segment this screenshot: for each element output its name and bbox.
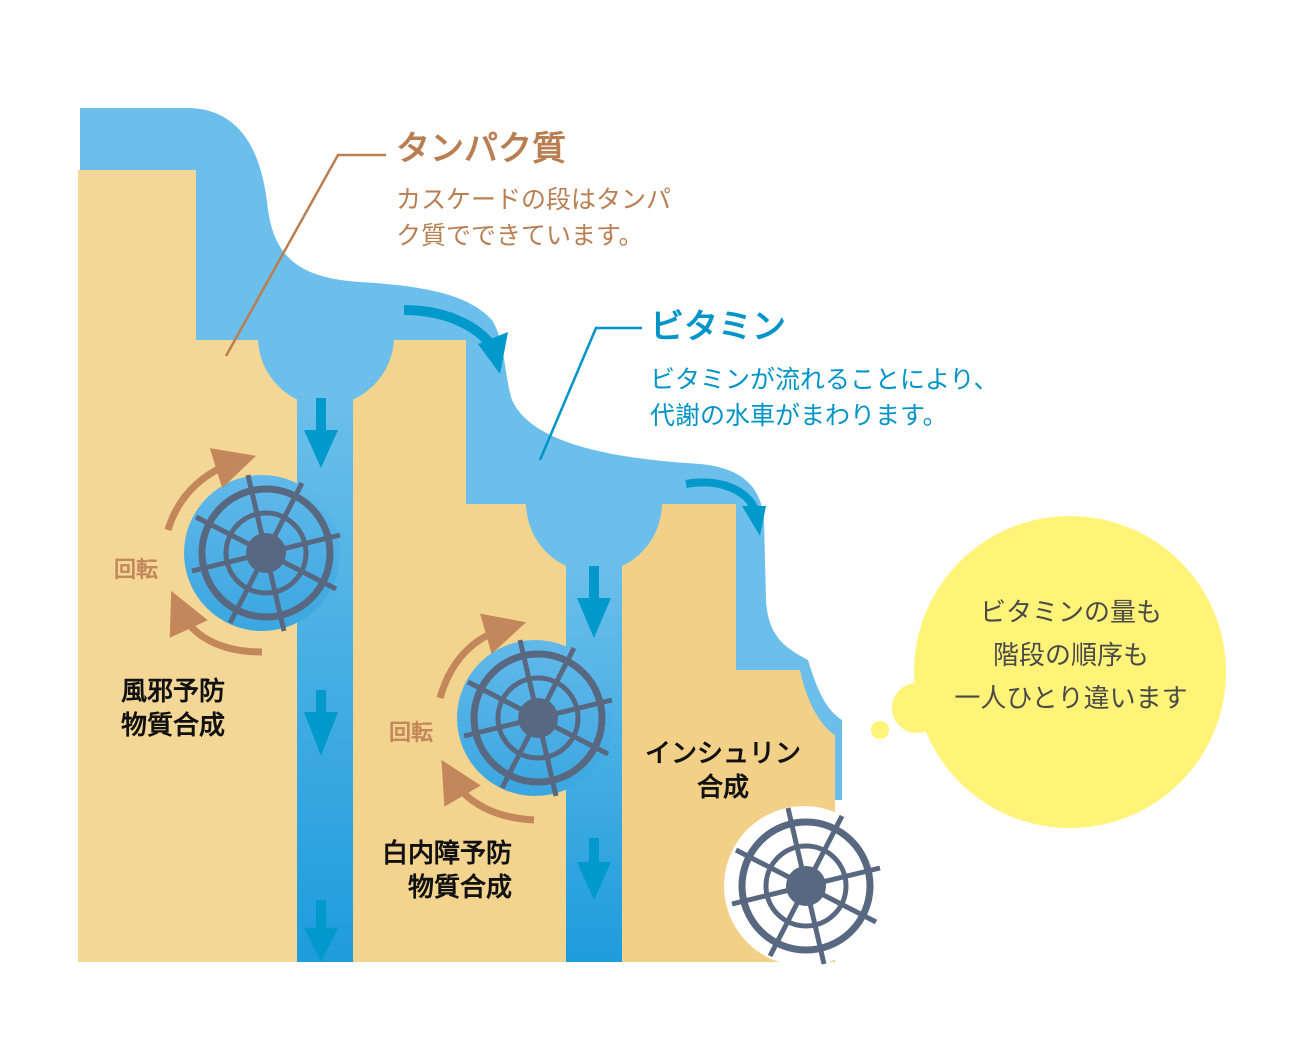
rotation-arrow-icon — [169, 590, 263, 656]
bubble-line: 階段の順序も — [992, 641, 1149, 672]
water-wheel-icon — [731, 807, 881, 965]
vitamin-title: ビタミン — [650, 307, 786, 347]
flow-arrow-icon — [403, 305, 766, 536]
protein-step-2 — [352, 340, 566, 962]
protein-desc-line: カスケードの段はタンパ — [396, 185, 672, 214]
vitamin-desc-line: ビタミンが流れることにより、 — [650, 365, 999, 394]
protein-description: カスケードの段はタンパ ク質でできています。 — [396, 182, 671, 255]
down-arrow-icon — [304, 398, 611, 962]
water-wheel-icon — [191, 474, 341, 632]
bubble-line: ビタミンの量も — [979, 598, 1162, 628]
thought-bubble — [914, 516, 1226, 828]
synthesis-line: 物質合成 — [408, 872, 513, 903]
channel-1 — [297, 398, 353, 962]
synthesis-line: 物質合成 — [121, 710, 226, 741]
rotation-arrow-icon — [164, 448, 257, 532]
cold-prevention-synthesis-label: 風邪予防 物質合成 — [121, 676, 225, 744]
vitamin-desc-line: 代謝の水車がまわります。 — [650, 401, 948, 431]
protein-desc-line: ク質でできています。 — [396, 221, 644, 251]
rotation-label: 回転 — [114, 558, 159, 583]
rotation-arrow-icon — [441, 759, 535, 824]
water-wheel-icon — [463, 639, 613, 797]
synthesis-line: 風邪予防 — [121, 677, 226, 707]
synthesis-line: 合成 — [697, 772, 750, 803]
rotation-arrow-icon — [436, 613, 527, 699]
vitamin-description: ビタミンが流れることにより、 代謝の水車がまわります。 — [650, 362, 999, 435]
protein-title: タンパク質 — [396, 129, 566, 169]
bubble-text: ビタミンの量も 階段の順序も 一人ひとり違います — [928, 592, 1214, 721]
protein-leader-line — [224, 153, 386, 357]
vitamin-leader-line — [538, 326, 642, 461]
rotation-label: 回転 — [389, 721, 434, 746]
synthesis-line: インシュリン — [645, 739, 802, 769]
bubble-line: 一人ひとり違います — [954, 684, 1188, 715]
insulin-synthesis-label: インシュリン 合成 — [645, 738, 801, 806]
bubble-dot-small — [871, 721, 889, 739]
cataract-prevention-synthesis-label: 白内障予防 物質合成 — [382, 838, 512, 906]
synthesis-line: 白内障予防 — [382, 839, 513, 869]
